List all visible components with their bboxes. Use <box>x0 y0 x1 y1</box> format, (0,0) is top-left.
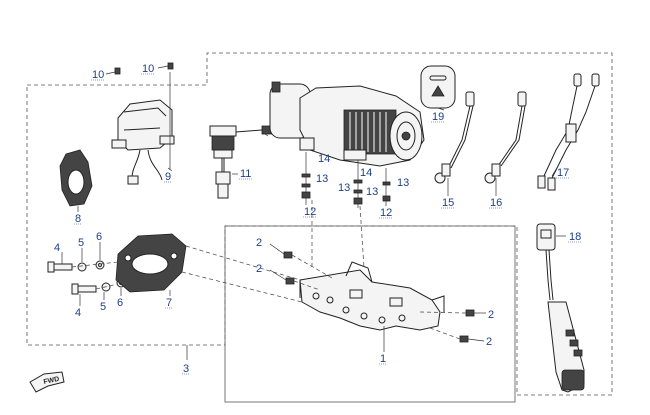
part-19-warning-label <box>420 65 456 109</box>
callout-18: 18 <box>569 231 581 243</box>
callout-13b: 13 <box>338 182 350 194</box>
winch-group-boundary <box>26 52 613 396</box>
callout-9: 9 <box>165 171 171 183</box>
callout-8: 8 <box>75 213 81 225</box>
callout-16: 16 <box>490 197 502 209</box>
callout-10b: 10 <box>142 63 154 75</box>
winch-assembly <box>269 81 425 167</box>
callout-13a: 13 <box>316 173 328 185</box>
callout-1: 1 <box>380 353 386 365</box>
screw-10a <box>114 67 121 75</box>
callout-15: 15 <box>442 197 454 209</box>
callout-10a: 10 <box>92 69 104 81</box>
callout-6b: 6 <box>117 297 123 309</box>
callouts: 10 10 9 8 11 14 14 13 13 13 13 12 12 19 … <box>54 63 581 375</box>
callout-underlines <box>74 73 582 375</box>
part-10-screws <box>114 62 174 75</box>
screw-10b <box>167 62 174 70</box>
callout-5a: 5 <box>78 237 84 249</box>
part-18-remote <box>536 223 585 393</box>
part-8-hook-stopper <box>59 149 93 212</box>
forward-direction-marker: FWD <box>29 371 65 393</box>
callout-11: 11 <box>240 168 251 180</box>
part-11-switch <box>209 125 277 199</box>
callout-6a: 6 <box>96 231 102 243</box>
callout-2b: 2 <box>256 263 262 275</box>
callout-14b: 14 <box>360 167 372 179</box>
part-4-5-6-hardware <box>47 260 126 295</box>
part-7-fairlead <box>115 233 187 296</box>
assembly-guide-lines <box>71 200 467 340</box>
callout-17: 17 <box>557 167 569 179</box>
callout-12b: 12 <box>380 207 392 219</box>
part-9-solenoid <box>111 72 175 185</box>
callout-12a: 12 <box>304 206 316 218</box>
callout-2a: 2 <box>256 237 262 249</box>
part-16-cable <box>484 91 527 184</box>
callout-13c: 13 <box>366 186 378 198</box>
callout-14a: 14 <box>318 153 330 165</box>
callout-2d: 2 <box>486 336 492 348</box>
callout-5b: 5 <box>100 301 106 313</box>
callout-4b: 4 <box>75 307 81 319</box>
mount-plate-group-boundary <box>224 225 516 403</box>
part-1-mounting-plate <box>299 261 445 331</box>
callout-4a: 4 <box>54 242 60 254</box>
callout-3: 3 <box>183 363 189 375</box>
callout-19: 19 <box>432 111 444 123</box>
callout-13d: 13 <box>397 177 409 189</box>
callout-leaders <box>61 65 566 352</box>
part-17-harness <box>537 73 600 191</box>
part-12-13-14-fasteners <box>301 152 391 208</box>
part-15-cable <box>434 91 475 184</box>
fwd-label: FWD <box>43 376 60 386</box>
callout-2c: 2 <box>488 309 494 321</box>
callout-7: 7 <box>166 297 172 309</box>
group-boundaries <box>26 52 613 403</box>
